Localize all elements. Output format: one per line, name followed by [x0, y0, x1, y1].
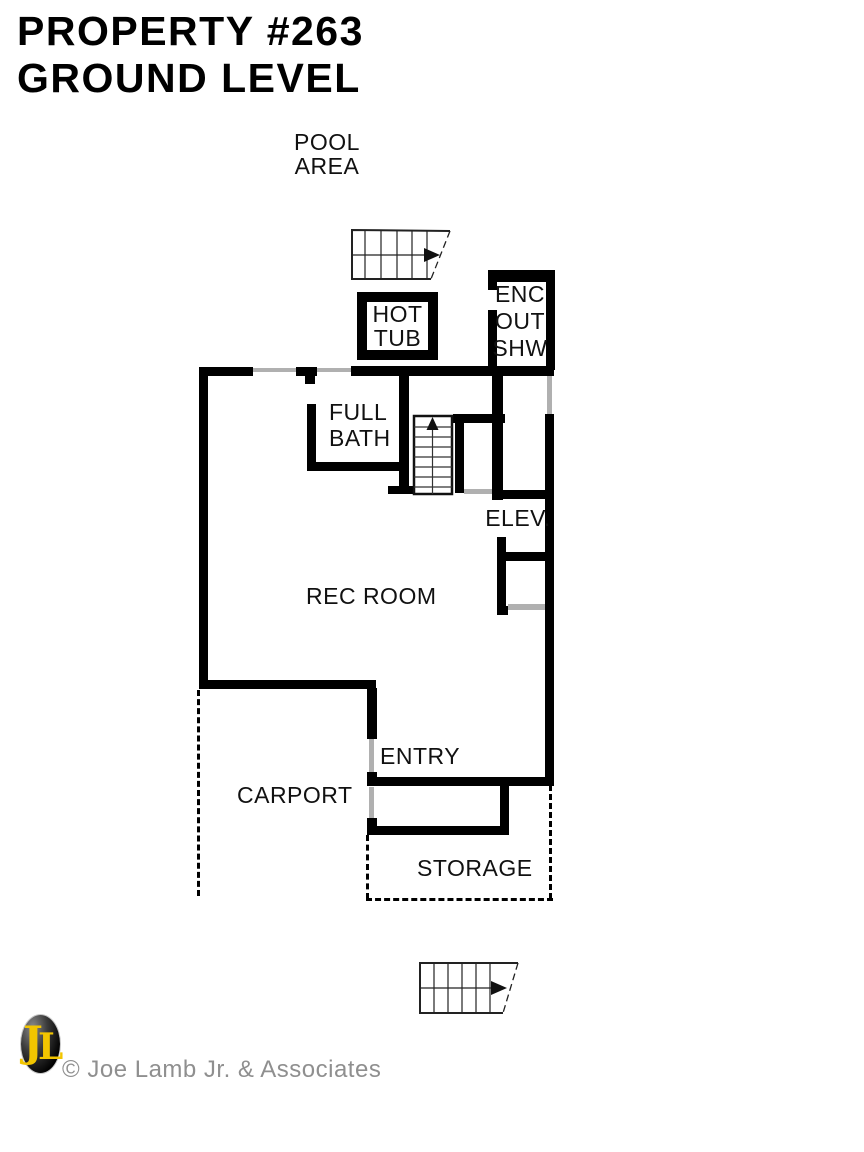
- window-north-b: [317, 368, 351, 372]
- entry-label: ENTRY: [380, 743, 461, 769]
- wall-closet-north: [499, 552, 545, 561]
- staircase-up-arrow: [426, 417, 439, 430]
- window-east: [547, 376, 552, 414]
- carport-label: CARPORT: [237, 782, 353, 808]
- wall-porch-east: [500, 785, 509, 835]
- elevator-label: ELEV.: [485, 505, 551, 531]
- porch-door: [369, 787, 374, 819]
- wall-stairwell-south: [388, 486, 415, 494]
- shower-line1: ENC: [494, 281, 546, 307]
- hot-tub-label: HOT TUB: [372, 302, 422, 350]
- company-logo-badge: J L: [21, 1015, 64, 1073]
- wall-north-segment-b: [296, 367, 317, 376]
- wall-entry-west-upper: [367, 688, 377, 739]
- wall-fullbath-south: [307, 462, 407, 471]
- window-north-a: [253, 368, 296, 372]
- pool-area-line1: POOL: [294, 129, 360, 155]
- stairs-slant-edge: [502, 962, 519, 1014]
- shower-line2: OUT: [494, 308, 546, 334]
- wall-north-segment-c: [351, 366, 554, 376]
- storage-boundary-right-dashed: [549, 785, 552, 899]
- storage-boundary-left-dashed: [366, 835, 369, 899]
- logo-letter-l: L: [38, 1026, 64, 1068]
- wall-shower-top: [488, 270, 554, 282]
- pool-area-line2: AREA: [294, 153, 360, 179]
- wall-east-exterior: [545, 414, 554, 785]
- carport-boundary-dashed: [197, 690, 200, 896]
- page-title-line2: GROUND LEVEL: [17, 55, 361, 101]
- rec-room-label: REC ROOM: [306, 583, 437, 609]
- shower-label: ENC OUT SHW: [492, 281, 548, 362]
- wall-elevator-south-east: [503, 490, 546, 499]
- wall-closet-west: [497, 537, 506, 615]
- exterior-stairs-bottom: [419, 962, 519, 1014]
- stairs-slant-edge: [430, 230, 451, 280]
- copyright-text: © Joe Lamb Jr. & Associates: [62, 1056, 382, 1083]
- stairs-direction-arrow: [491, 981, 507, 995]
- wall-west-exterior: [199, 367, 208, 688]
- storage-boundary-bottom-dashed: [366, 898, 553, 901]
- exterior-stairs-top: [351, 228, 451, 280]
- wall-elevator-east: [492, 375, 503, 500]
- shower-line3: SHW: [492, 335, 548, 361]
- storage-label: STORAGE: [417, 855, 533, 881]
- wall-shower-left-stub: [488, 270, 497, 290]
- full-bath-label: FULL BATH: [329, 399, 391, 451]
- wall-north-segment-a: [199, 367, 253, 376]
- window-closet-south: [508, 604, 545, 610]
- page-title: PROPERTY #263 GROUND LEVEL: [17, 8, 364, 102]
- wall-elevator-north: [453, 414, 505, 423]
- wall-closet-south-cap: [497, 606, 508, 615]
- elevator-door: [464, 489, 492, 494]
- stairs-direction-arrow: [424, 248, 440, 262]
- hot-tub-line1: HOT: [372, 301, 423, 327]
- logo-letter-j: J: [23, 1017, 43, 1066]
- interior-staircase: [412, 414, 454, 496]
- pool-area-label: POOL AREA: [277, 130, 377, 178]
- full-bath-line1: FULL: [329, 399, 388, 425]
- wall-shower-right: [546, 270, 555, 370]
- hot-tub-line2: TUB: [373, 325, 422, 351]
- wall-recroom-south: [199, 680, 376, 689]
- page-title-line1: PROPERTY #263: [17, 8, 364, 54]
- hot-tub-box: HOT TUB: [357, 292, 438, 360]
- wall-entry-south: [367, 777, 554, 786]
- wall-north-stub: [305, 374, 315, 384]
- wall-porch-south: [367, 826, 509, 835]
- wall-stairwell-west: [399, 366, 409, 487]
- wall-elevator-west: [455, 423, 464, 493]
- entry-door: [369, 739, 374, 773]
- wall-shower-left: [488, 310, 497, 373]
- wall-fullbath-west: [307, 404, 316, 470]
- full-bath-line2: BATH: [329, 425, 391, 451]
